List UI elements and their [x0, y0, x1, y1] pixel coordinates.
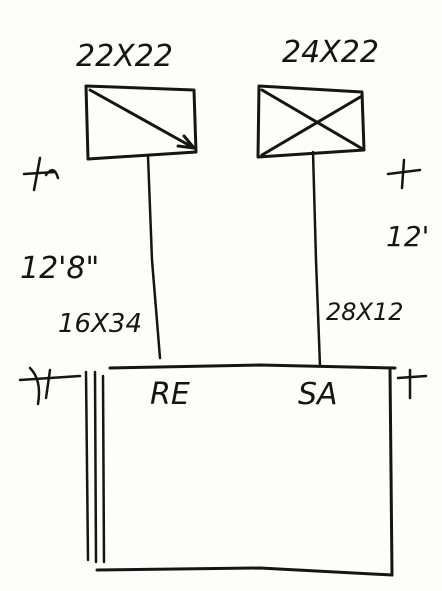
left-drop-line: [146, 154, 162, 360]
right-upper-level-mark: [386, 158, 422, 190]
right-elevation-label: 12': [386, 220, 429, 253]
right-drop-line: [311, 150, 322, 368]
left-elevation-label: 12'8": [20, 251, 99, 286]
left-duct-size-label: 16X34: [58, 309, 142, 339]
trunk-rectangle: [84, 363, 397, 577]
left-trunk-tag: RE: [150, 377, 190, 412]
right-unit-box: [256, 84, 366, 159]
right-unit-size-label: 24X22: [282, 35, 379, 70]
right-duct-size-label: 28X12: [326, 298, 404, 326]
left-lower-level-mark: [18, 366, 82, 406]
right-trunk-tag: SA: [298, 377, 338, 412]
left-unit-box: [84, 84, 198, 161]
left-unit-size-label: 22X22: [76, 39, 173, 74]
right-lower-level-mark: [396, 368, 428, 400]
left-upper-level-mark: [22, 156, 60, 192]
